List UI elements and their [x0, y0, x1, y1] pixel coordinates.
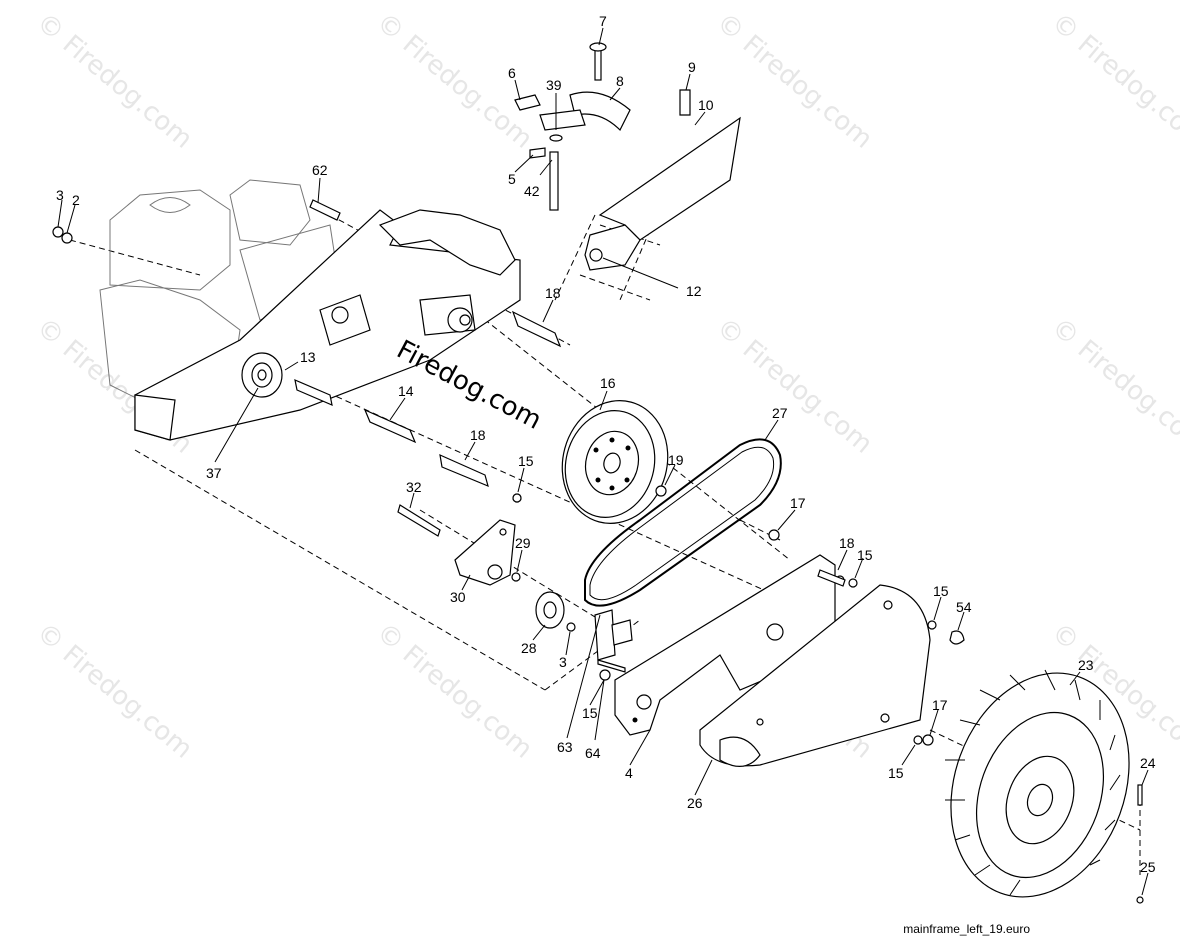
callout-15: 15: [933, 583, 949, 599]
callout-28: 28: [521, 640, 537, 656]
callout-19: 19: [668, 452, 684, 468]
watermark: © Firedog.com: [371, 617, 538, 764]
idler-arm: [397, 493, 576, 632]
callout-32: 32: [406, 479, 422, 495]
callout-27: 27: [772, 405, 788, 421]
callout-42: 42: [524, 183, 540, 199]
callout-2: 2: [72, 192, 80, 208]
callout-63: 63: [557, 739, 573, 755]
leader-lines: [57, 27, 1149, 896]
callout-29: 29: [515, 535, 531, 551]
callout-17: 17: [790, 495, 806, 511]
callout-9: 9: [688, 59, 696, 75]
callout-10: 10: [698, 97, 714, 113]
hardware: [52, 199, 1144, 904]
callout-64: 64: [585, 745, 601, 761]
main-frame: [134, 209, 521, 441]
callout-15: 15: [888, 765, 904, 781]
watermark: © Firedog.com: [711, 312, 878, 459]
callout-39: 39: [546, 77, 562, 93]
callout-25: 25: [1140, 859, 1156, 875]
large-pulley: [561, 400, 669, 524]
callout-18: 18: [839, 535, 855, 551]
callout-14: 14: [398, 383, 414, 399]
callout-7: 7: [599, 13, 607, 29]
engine-pulley: [241, 352, 283, 398]
drive-belt: [584, 438, 782, 607]
callout-15: 15: [857, 547, 873, 563]
callout-24: 24: [1140, 755, 1156, 771]
callout-4: 4: [625, 765, 633, 781]
watermark: © Firedog.com: [1046, 312, 1180, 459]
callout-8: 8: [616, 73, 624, 89]
callout-5: 5: [508, 171, 516, 187]
callout-6: 6: [508, 65, 516, 81]
wheel-tire: [945, 669, 1130, 898]
callout-62: 62: [312, 162, 328, 178]
callout-26: 26: [687, 795, 703, 811]
watermark: © Firedog.com: [371, 7, 538, 154]
chaincase-outer: [699, 584, 931, 767]
callout-23: 23: [1078, 657, 1094, 673]
callout-17: 17: [932, 697, 948, 713]
callout-15: 15: [582, 705, 598, 721]
callout-18: 18: [545, 285, 561, 301]
callout-30: 30: [450, 589, 466, 605]
callout-3: 3: [559, 654, 567, 670]
callout-37: 37: [206, 465, 222, 481]
callout-3: 3: [56, 187, 64, 203]
callout-13: 13: [300, 349, 316, 365]
shield: [514, 42, 741, 271]
callout-16: 16: [600, 375, 616, 391]
center-watermark: Firedog.com: [392, 335, 547, 436]
callout-labels: 2 3 62 6 39 7 8 5 42 9 10 12 18 13 14 18…: [56, 13, 1156, 875]
guard-bracket: [594, 609, 633, 681]
watermark: © Firedog.com: [31, 7, 198, 154]
spacers: [294, 310, 562, 488]
callout-15: 15: [518, 453, 534, 469]
callout-18: 18: [470, 427, 486, 443]
callout-12: 12: [686, 283, 702, 299]
watermark: © Firedog.com: [1046, 7, 1180, 154]
diagram-caption: mainframe_left_19.euro: [903, 922, 1030, 936]
watermark: © Firedog.com: [31, 617, 198, 764]
callout-54: 54: [956, 599, 972, 615]
